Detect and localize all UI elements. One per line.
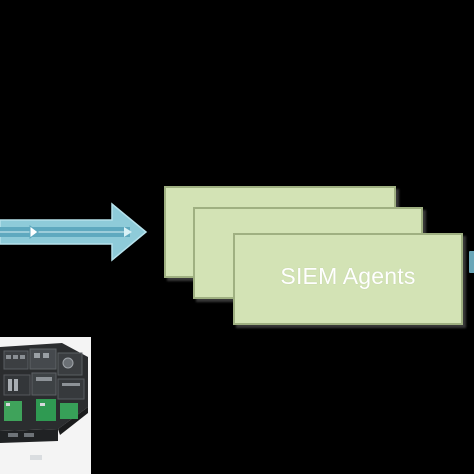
output-arrow-icon	[469, 251, 474, 273]
input-arrow-icon	[0, 202, 148, 262]
network-appliance-image	[0, 337, 91, 474]
network-appliance-photo-icon	[0, 337, 91, 474]
agent-card-front: SIEM Agents	[233, 233, 463, 325]
siem-agents-label: SIEM Agents	[280, 262, 416, 289]
